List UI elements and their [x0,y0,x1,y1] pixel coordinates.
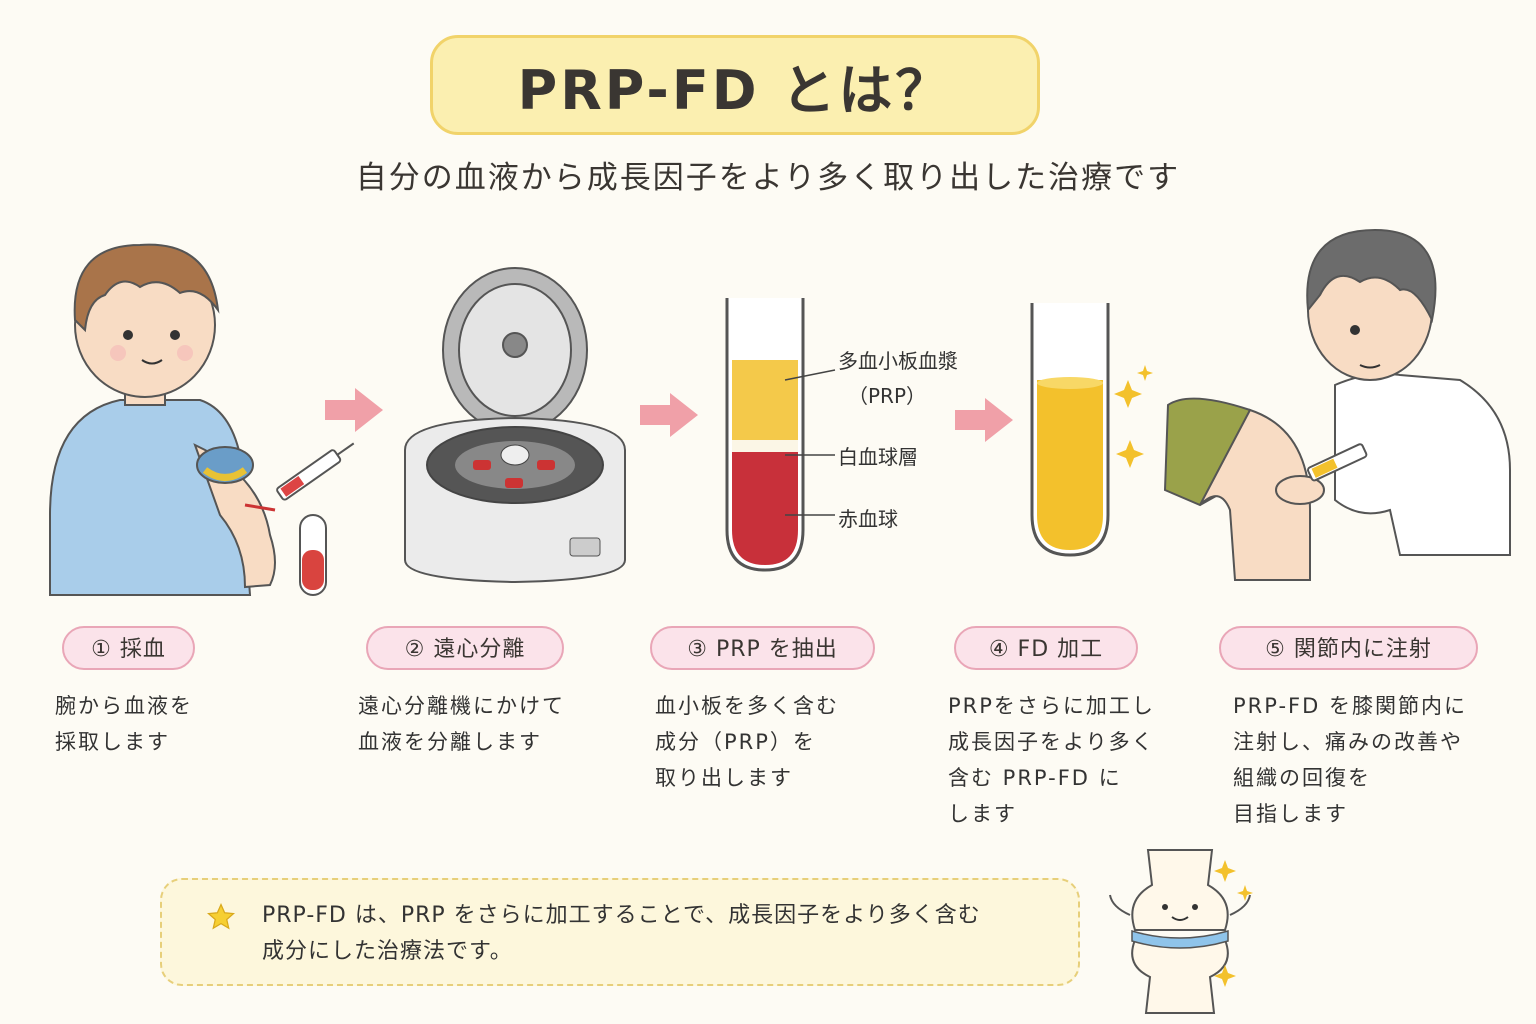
summary-note: PRP-FD は、PRP をさらに加工することで、成長因子をより多く含む 成分に… [160,878,1080,986]
tube-leader-lines [784,369,836,516]
prp-layer-label: 多血小板血漿 [838,349,958,373]
arrow-right-icon [325,388,383,432]
step-5-label: ⑤ 関節内に注射 [1219,626,1478,670]
prp-fd-tube-illustration [1030,303,1153,557]
step-1-description: 腕から血液を 採取します [55,688,193,760]
description-line: PRP-FD を膝関節内に [1233,694,1467,718]
page-title: PRP-FD とは？ [517,58,953,122]
description-line: 組織の回復を [1233,766,1371,790]
step-2-label: ② 遠心分離 [366,626,564,670]
description-line: 取り出します [655,766,793,790]
star-icon [206,902,236,930]
arrow-right-icon [640,393,698,437]
description-line: 含む PRP-FD に [948,766,1122,790]
title-box: PRP-FD とは？ [430,35,1040,135]
subtitle: 自分の血液から成長因子をより多く取り出した治療です [355,160,1181,196]
step-3-description: 血小板を多く含む 成分（PRP）を 取り出します [655,688,839,796]
description-line: 目指します [1233,802,1348,826]
buffy-coat-label: 白血球層 [838,445,918,469]
centrifuge-illustration [404,267,626,584]
description-line: 腕から血液を [55,694,193,718]
step-4-label: ④ FD 加工 [954,626,1138,670]
description-line: 注射し、痛みの改善や [1233,730,1463,754]
arrow-right-icon [955,398,1013,442]
description-line: 成長因子をより多く [948,730,1155,754]
step-3-label: ③ PRP を抽出 [650,626,875,670]
step-2-description: 遠心分離機にかけて 血液を分離します [358,688,565,760]
step-5-description: PRP-FD を膝関節内に 注射し、痛みの改善や 組織の回復を 目指します [1233,688,1467,832]
description-line: 血小板を多く含む [655,694,839,718]
blood-draw-illustration [49,243,355,596]
knee-joint-mascot [1109,849,1253,1014]
step-1-label: ① 採血 [62,626,195,670]
separated-tube-illustration [725,298,805,572]
step-4-description: PRPをさらに加工し 成長因子をより多く 含む PRP-FD に します [948,688,1155,832]
description-line: します [948,802,1017,826]
note-line: PRP-FD は、PRP をさらに加工することで、成長因子をより多く含む [262,903,981,928]
description-line: 遠心分離機にかけて [358,694,565,718]
note-text: PRP-FD は、PRP をさらに加工することで、成長因子をより多く含む 成分に… [262,898,981,970]
prp-abbrev-label: （PRP） [848,384,927,408]
knee-injection-illustration [1163,228,1511,581]
description-line: 血液を分離します [358,730,542,754]
red-cells-label: 赤血球 [838,507,898,531]
description-line: 成分（PRP）を [655,730,816,754]
note-line: 成分にした治療法です。 [262,939,513,964]
description-line: 採取します [55,730,170,754]
description-line: PRPをさらに加工し [948,694,1155,718]
